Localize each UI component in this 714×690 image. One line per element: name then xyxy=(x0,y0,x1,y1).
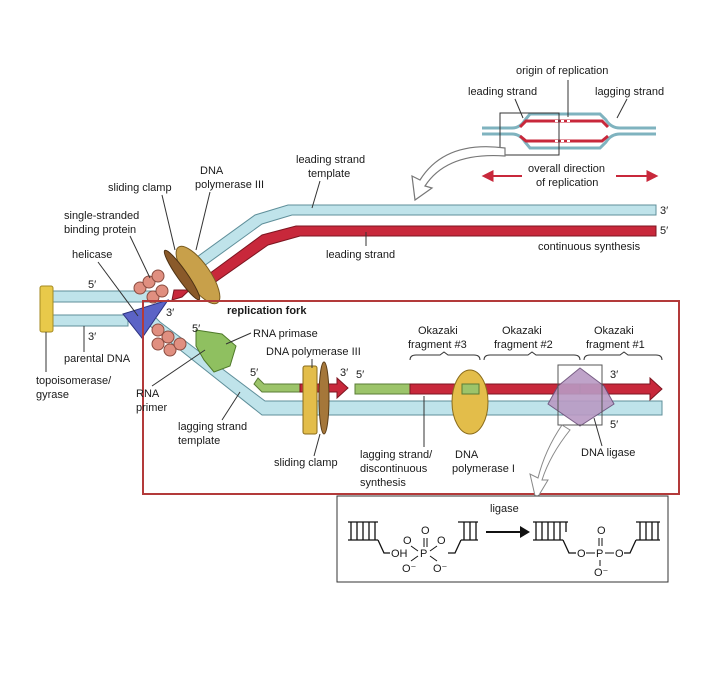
okazaki1-brace xyxy=(583,351,663,361)
reactant-oh: OH xyxy=(391,548,408,560)
reactant-o-minus-1: O⁻ xyxy=(402,563,417,575)
reactant-o-left: O xyxy=(403,535,412,547)
parental-bottom-strand xyxy=(47,314,129,327)
dna-pol3-label-2: polymerase III xyxy=(195,179,264,191)
okazaki2-label-2: fragment #2 xyxy=(494,339,553,351)
inset-lagging-label: lagging strand xyxy=(595,86,664,98)
rna-primase-label: RNA primase xyxy=(253,328,318,340)
okazaki1-label-1: Okazaki xyxy=(594,325,634,337)
leading-strand-label: leading strand xyxy=(326,249,395,261)
topoisomerase xyxy=(39,285,54,333)
end-leading-template-3: 3′ xyxy=(660,205,668,217)
product-o-top: O xyxy=(597,525,606,537)
dna-pol3-label-1: DNA xyxy=(200,165,224,177)
okazaki2-label-1: Okazaki xyxy=(502,325,542,337)
end-parental-top-5: 5′ xyxy=(88,279,96,291)
end-lagging-3: 3′ xyxy=(340,367,348,379)
rna-primer-label-1: RNA xyxy=(136,388,160,400)
topoisomerase-label-1: topoisomerase/ xyxy=(36,375,112,387)
ssb-label-1: single-stranded xyxy=(64,210,139,222)
ligase-reaction: ligase OH O P O O O⁻ O⁻ O xyxy=(336,495,669,583)
okazaki1-label-2: fragment #1 xyxy=(586,339,645,351)
reactant-o-top: O xyxy=(421,525,430,537)
sliding-clamp-label: sliding clamp xyxy=(108,182,172,194)
okazaki3-brace xyxy=(409,351,481,361)
origin-inset: origin of replication leading strand lag… xyxy=(411,65,664,202)
parental-dna-label: parental DNA xyxy=(64,353,131,365)
continuous-synthesis-label: continuous synthesis xyxy=(538,241,641,253)
direction-label-1: overall direction xyxy=(528,163,605,175)
end-markers: 3′ 5′ 5′ 3′ 3′ 5′ 5′ 3′ 5′ 3′ 5′ xyxy=(88,205,668,431)
end-primer-5: 5′ xyxy=(192,323,200,335)
end-leading-3: 3′ xyxy=(166,307,174,319)
proteins xyxy=(122,245,615,435)
okazaki2-brace xyxy=(483,351,581,361)
end-template-5: 5′ xyxy=(610,419,618,431)
okazaki3-label-2: fragment #3 xyxy=(408,339,467,351)
end-leading-strand-5: 5′ xyxy=(660,225,668,237)
dna-ligase-label: DNA ligase xyxy=(581,447,635,459)
sliding-clamp-bottom-label: sliding clamp xyxy=(274,457,338,469)
lagging-disc-label-3: synthesis xyxy=(360,477,406,489)
end-lagging-5b: 5′ xyxy=(356,369,364,381)
dna-pol3-lag-label: DNA polymerase III xyxy=(266,346,361,358)
lagging-disc-label-2: discontinuous xyxy=(360,463,428,475)
lagging-template-label-1: lagging strand xyxy=(178,421,247,433)
dna-pol1 xyxy=(451,369,489,435)
lagging-disc-label-1: lagging strand/ xyxy=(360,449,433,461)
topoisomerase-label-2: gyrase xyxy=(36,389,69,401)
reactant-o-minus-2: O⁻ xyxy=(433,563,448,575)
helicase xyxy=(122,299,170,339)
labels: sliding clamp DNA polymerase III leading… xyxy=(36,154,663,489)
reactant-p: P xyxy=(420,548,427,560)
product-o-right: O xyxy=(615,548,624,560)
leading-template xyxy=(189,204,657,272)
ligase-zoom-arrow xyxy=(529,424,571,502)
rna-primer-label-2: primer xyxy=(136,402,168,414)
ligase-zoom-box xyxy=(557,364,603,426)
leading-strand-red xyxy=(171,225,657,301)
end-okazaki1-3: 3′ xyxy=(610,369,618,381)
product-p: P xyxy=(596,548,603,560)
dna-pol1-label-1: DNA xyxy=(455,449,479,461)
dna-pol1-label-2: polymerase I xyxy=(452,463,515,475)
origin-label: origin of replication xyxy=(516,65,608,77)
rna-primer-lagging xyxy=(253,377,301,393)
ligase-reaction-box xyxy=(336,495,669,583)
product-o-minus: O⁻ xyxy=(594,567,609,579)
origin-zoom-box xyxy=(499,112,560,156)
sliding-clamp-leading xyxy=(163,249,201,301)
okazaki3-label-1: Okazaki xyxy=(418,325,458,337)
product-o-left: O xyxy=(577,548,586,560)
dna-pol3-lagging xyxy=(302,365,318,435)
end-parental-bottom-3: 3′ xyxy=(88,331,96,343)
lagging-template-label-2: template xyxy=(178,435,220,447)
leading-template-label-2: template xyxy=(308,168,350,180)
okazaki3-primer xyxy=(354,383,411,395)
replication-fork-box xyxy=(142,300,680,495)
leading-template-label-1: leading strand xyxy=(296,154,365,166)
reactant-o-right: O xyxy=(437,535,446,547)
inset-leading-label: leading strand xyxy=(468,86,537,98)
parental-dna xyxy=(39,285,159,333)
ssb-label-2: binding protein xyxy=(64,224,136,236)
end-lagging-5a: 5′ xyxy=(250,367,258,379)
leading-arm xyxy=(171,204,657,301)
ligase-reaction-title: ligase xyxy=(490,503,519,515)
ssb-upper xyxy=(133,269,169,304)
ssb-lower xyxy=(151,323,187,357)
replication-fork-title: replication fork xyxy=(227,305,307,317)
rna-primase xyxy=(195,329,237,373)
helicase-label: helicase xyxy=(72,249,112,261)
direction-label-2: of replication xyxy=(536,177,598,189)
zoom-arrow xyxy=(411,146,506,202)
sliding-clamp-lagging xyxy=(318,361,330,435)
